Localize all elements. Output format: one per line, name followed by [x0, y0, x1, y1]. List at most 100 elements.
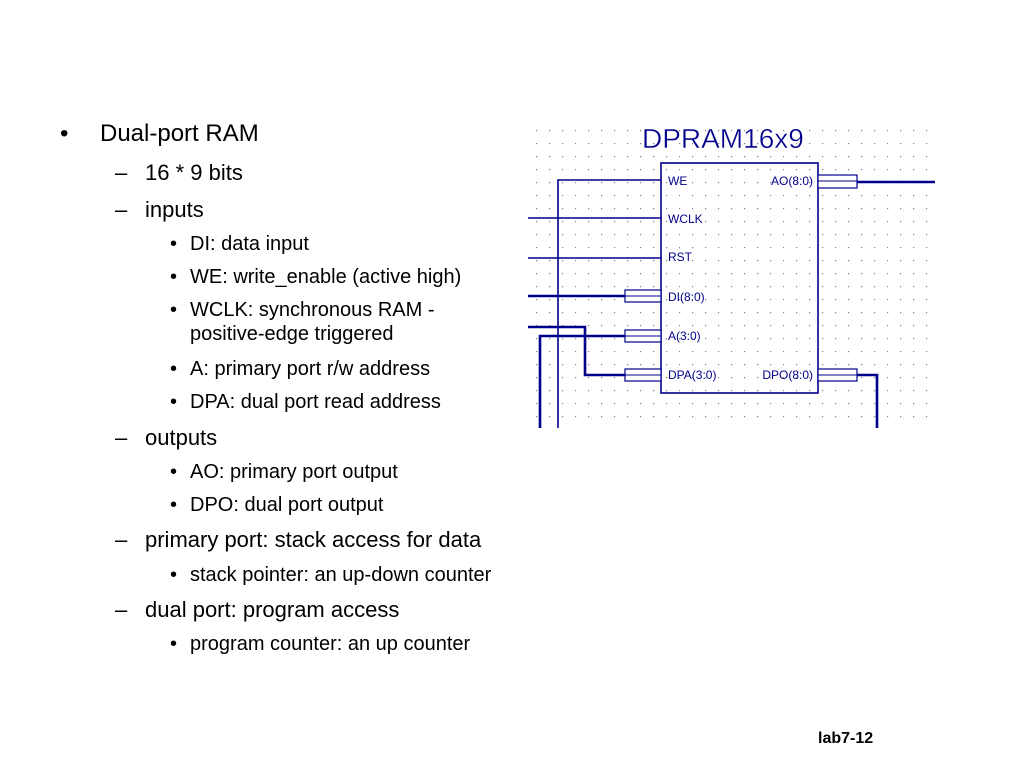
grid-dot: [588, 182, 590, 184]
grid-dot: [809, 403, 811, 405]
dash-marker: –: [115, 160, 128, 185]
grid-dot: [536, 260, 538, 262]
grid-dot: [588, 130, 590, 132]
grid-dot: [848, 208, 850, 210]
grid-dot: [653, 390, 655, 392]
grid-dot: [614, 221, 616, 223]
grid-dot: [770, 351, 772, 353]
grid-dot: [614, 338, 616, 340]
grid-dot: [757, 325, 759, 327]
grid-dot: [887, 195, 889, 197]
grid-dot: [640, 260, 642, 262]
grid-dot: [692, 234, 694, 236]
grid-dot: [861, 156, 863, 158]
grid-dot: [575, 143, 577, 145]
grid-dot: [874, 403, 876, 405]
grid-dot: [822, 390, 824, 392]
grid-dot: [679, 299, 681, 301]
grid-dot: [666, 325, 668, 327]
grid-dot: [705, 234, 707, 236]
grid-dot: [614, 208, 616, 210]
grid-dot: [744, 169, 746, 171]
grid-dot: [575, 221, 577, 223]
grid-dot: [796, 156, 798, 158]
grid-dot: [549, 195, 551, 197]
grid-dot: [757, 260, 759, 262]
bullet-marker: •: [170, 564, 178, 586]
grid-dot: [757, 416, 759, 418]
grid-dot: [744, 299, 746, 301]
grid-dot: [770, 312, 772, 314]
wire-we: [557, 179, 661, 428]
grid-dot: [887, 130, 889, 132]
grid-dot: [601, 351, 603, 353]
grid-dot: [536, 416, 538, 418]
grid-dot: [601, 390, 603, 392]
grid-dot: [627, 182, 629, 184]
grid-dot: [692, 260, 694, 262]
grid-dot: [900, 143, 902, 145]
grid-dot: [718, 299, 720, 301]
grid-dot: [926, 273, 928, 275]
grid-dot: [692, 403, 694, 405]
grid-dot: [627, 156, 629, 158]
grid-dot: [679, 260, 681, 262]
grid-dot: [562, 221, 564, 223]
grid-dot: [731, 182, 733, 184]
grid-dot: [848, 221, 850, 223]
grid-dot: [731, 338, 733, 340]
grid-dot: [900, 377, 902, 379]
grid-dot: [536, 247, 538, 249]
grid-dot: [887, 247, 889, 249]
grid-dot: [744, 260, 746, 262]
grid-dot: [549, 221, 551, 223]
grid-dot: [783, 286, 785, 288]
grid-dot: [692, 299, 694, 301]
grid-dot: [861, 234, 863, 236]
grid-dot: [900, 130, 902, 132]
grid-dot: [679, 351, 681, 353]
grid-dot: [822, 130, 824, 132]
grid-dot: [614, 286, 616, 288]
grid-dot: [809, 143, 811, 145]
grid-dot: [783, 260, 785, 262]
grid-dot: [536, 182, 538, 184]
grid-dot: [874, 143, 876, 145]
grid-dot: [601, 234, 603, 236]
grid-dot: [783, 221, 785, 223]
grid-dot: [614, 299, 616, 301]
grid-dot: [536, 208, 538, 210]
grid-dot: [601, 377, 603, 379]
grid-dot: [575, 416, 577, 418]
grid-dot: [887, 260, 889, 262]
grid-dot: [874, 416, 876, 418]
grid-dot: [627, 234, 629, 236]
dpram-block: [660, 162, 819, 394]
grid-dot: [809, 169, 811, 171]
bullet-text: outputs: [145, 425, 218, 450]
grid-dot: [744, 221, 746, 223]
grid-dot: [575, 312, 577, 314]
grid-dot: [809, 221, 811, 223]
bullet-size: – 16 * 9 bits: [115, 160, 243, 186]
grid-dot: [575, 169, 577, 171]
grid-dot: [666, 195, 668, 197]
grid-dot: [614, 143, 616, 145]
grid-dot: [614, 130, 616, 132]
grid-dot: [783, 195, 785, 197]
grid-dot: [913, 312, 915, 314]
grid-dot: [757, 351, 759, 353]
bullet-text: A: primary port r/w address: [190, 358, 431, 380]
grid-dot: [536, 299, 538, 301]
grid-dot: [731, 156, 733, 158]
grid-dot: [640, 221, 642, 223]
grid-dot: [640, 156, 642, 158]
grid-dot: [562, 390, 564, 392]
grid-dot: [900, 208, 902, 210]
grid-dot: [874, 390, 876, 392]
grid-dot: [783, 273, 785, 275]
grid-dot: [913, 260, 915, 262]
grid-dot: [835, 403, 837, 405]
grid-dot: [731, 260, 733, 262]
grid-dot: [549, 416, 551, 418]
